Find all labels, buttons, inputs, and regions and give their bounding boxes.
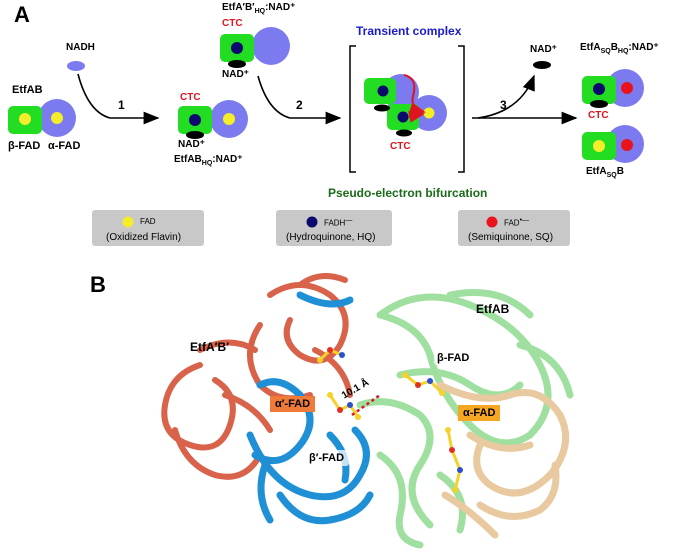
left-bracket: [349, 45, 356, 173]
beta-fad-structure-label: β-FAD: [434, 351, 473, 365]
etfab-hq-label: EtfABHQ:NAD⁺: [174, 154, 243, 167]
transient-complex-label: Transient complex: [356, 24, 462, 38]
legend-oxidized: FAD (Oxidized Flavin): [92, 210, 204, 246]
nad-plus-label-released: NAD⁺: [530, 44, 557, 55]
panel-a-diagram: [8, 27, 644, 173]
hydroquinone-icon: [306, 216, 318, 228]
etfab-green-domain: [356, 289, 574, 549]
product-1-label: EtfASQBHQ:NAD⁺: [580, 42, 659, 55]
product-sq-complex: [582, 125, 644, 163]
protein-structure-rendering: [161, 273, 574, 549]
arrow-step-1: [77, 73, 160, 125]
ctc-label-2: CTC: [222, 18, 243, 29]
legend-semiquinone-desc: (Semiquinone, SQ): [468, 232, 554, 243]
product-sq-hq-complex: [582, 69, 644, 108]
etfapbp-hq-label: EtfA′B′HQ:NAD⁺: [222, 2, 296, 15]
ctc-label-3: CTC: [390, 141, 411, 152]
step-3-label: 3: [500, 98, 507, 112]
legend-hydroquinone-label: FADH—: [324, 217, 353, 228]
alpha-prime-fad-structure-label: α′-FAD: [270, 396, 316, 412]
legend-semiquinone: FAD•— (Semiquinone, SQ): [458, 210, 570, 246]
ctc-label-1: CTC: [180, 92, 201, 103]
etfab-hq-complex: [178, 100, 248, 139]
alpha-fad-label: α-FAD: [48, 140, 81, 152]
legend-oxidized-label: FAD: [140, 217, 156, 226]
legend-semiquinone-label: FAD•—: [504, 217, 530, 228]
panel-a-letter: A: [14, 2, 30, 27]
alpha-fad-structure-label: α-FAD: [458, 405, 501, 421]
etfapbp-hq-complex: [220, 27, 290, 68]
nad-released: [533, 61, 551, 69]
etfab-oxidized-complex: [8, 99, 76, 137]
right-bracket: [458, 45, 465, 173]
beta-prime-fad-structure-label: β′-FAD: [304, 450, 350, 466]
pseudo-bifurcation-label: Pseudo-electron bifurcation: [328, 186, 488, 200]
transient-complex: [364, 74, 447, 137]
nad-plus-label-2: NAD⁺: [222, 69, 249, 80]
beta-fad-label: β-FAD: [8, 140, 41, 152]
step-2-label: 2: [296, 98, 303, 112]
nadh-label: NADH: [66, 42, 95, 53]
etfab-label: EtfAB: [12, 84, 43, 96]
legend-hydroquinone: FADH— (Hydroquinone, HQ): [276, 210, 392, 246]
arrow-nad-release: [477, 74, 535, 119]
etfapbp-red-domain: [161, 273, 353, 480]
nadh-molecule: [67, 61, 85, 71]
legend-hydroquinone-desc: (Hydroquinone, HQ): [286, 232, 376, 243]
legend-oxidized-desc: (Oxidized Flavin): [106, 232, 182, 243]
product-2-label: EtfASQB: [586, 166, 624, 179]
nad-plus-label-1: NAD⁺: [178, 139, 205, 150]
semiquinone-icon: [486, 216, 498, 228]
etfapbp-structure-label: EtfA′B′: [190, 340, 230, 354]
panel-b-letter: B: [90, 272, 106, 297]
fad-cofactors: [317, 347, 463, 493]
step-1-label: 1: [118, 98, 125, 112]
etfab-structure-label: EtfAB: [476, 302, 510, 316]
ctc-label-4: CTC: [588, 110, 609, 121]
oxidized-flavin-icon: [122, 216, 134, 228]
etfab-tan-domain: [436, 381, 570, 539]
arrow-step-2: [257, 75, 342, 125]
